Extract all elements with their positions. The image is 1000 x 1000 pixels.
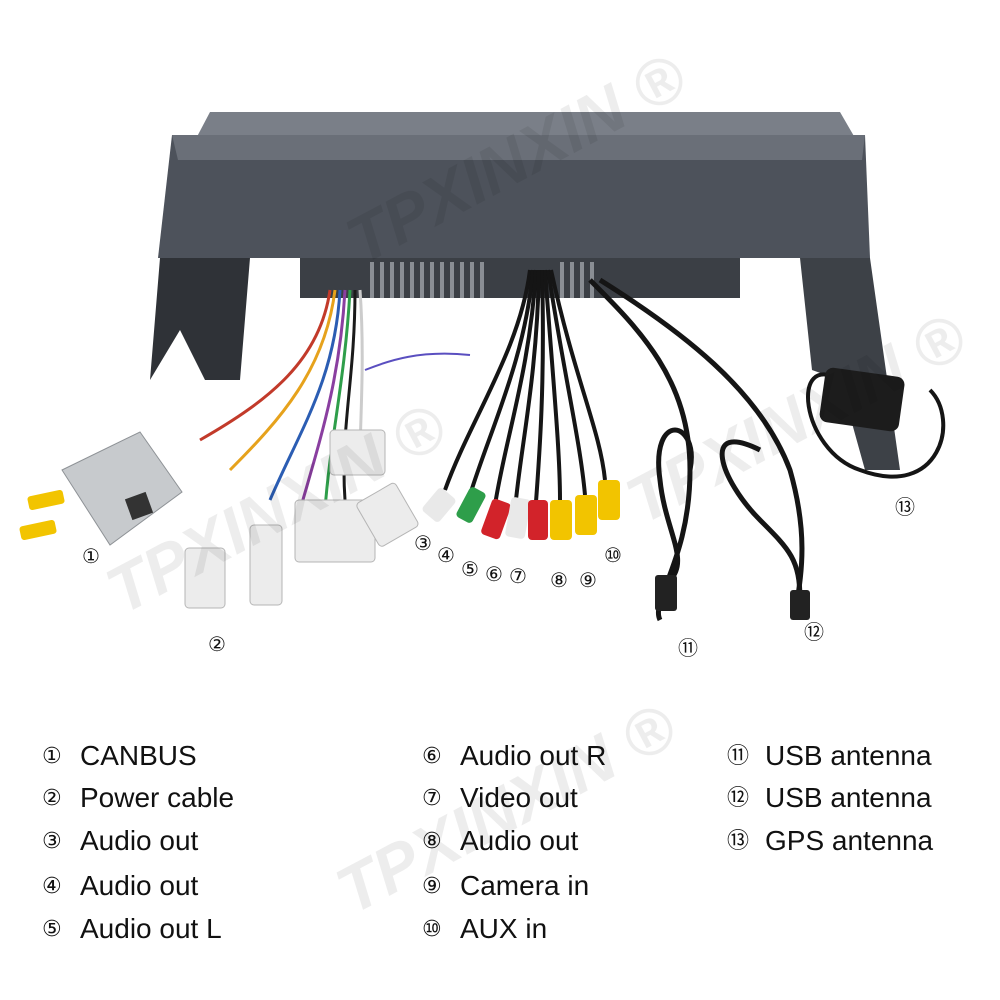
legend-item: ④ Audio out (42, 872, 198, 900)
callout-10: ⑩ (604, 543, 622, 567)
callout-6: ⑥ (485, 562, 503, 586)
rca-cables (422, 269, 620, 540)
legend-number: ⑫ (727, 786, 750, 811)
legend-item: ⑧ Audio out (422, 827, 578, 855)
legend-number: ⑤ (42, 917, 62, 942)
legend-label: USB antenna (765, 782, 932, 813)
legend-number: ② (42, 786, 62, 811)
legend-number: ④ (42, 874, 62, 899)
legend-item: ⑥ Audio out R (422, 742, 606, 770)
legend-item: ③ Audio out (42, 827, 198, 855)
legend-label: AUX in (460, 913, 548, 944)
power-connectors (184, 429, 419, 609)
legend-item: ⑨ Camera in (422, 872, 589, 900)
callout-7: ⑦ (509, 564, 527, 588)
callout-1: ① (82, 544, 100, 568)
legend-label: CANBUS (80, 740, 197, 771)
legend-item: ⑦ Video out (422, 784, 578, 812)
legend-label: Audio out (80, 825, 199, 856)
usb-cables (588, 277, 805, 622)
legend-label: Audio out (80, 870, 199, 901)
legend-label: GPS antenna (765, 825, 934, 856)
legend-number: ③ (42, 829, 62, 854)
legend-number: ⑪ (727, 744, 750, 769)
legend-item: ① CANBUS (42, 742, 197, 770)
usb-plug-11 (655, 575, 677, 611)
product-photo (19, 112, 946, 622)
callout-8: ⑧ (550, 568, 568, 592)
legend-item: ⑪ USB antenna (727, 742, 932, 770)
legend-item: ② Power cable (42, 784, 234, 812)
callout-12: ⑫ (804, 620, 824, 644)
callout-9: ⑨ (579, 568, 597, 592)
legend-label: Audio out L (80, 913, 222, 944)
head-unit-housing (150, 112, 900, 470)
callout-5: ⑤ (461, 557, 479, 581)
legend-label: Video out (460, 782, 578, 813)
legend-number: ⑨ (422, 874, 442, 899)
legend-number: ⑦ (422, 786, 442, 811)
legend-number: ⑬ (727, 829, 750, 854)
legend-number: ⑧ (422, 829, 442, 854)
canbus-box (19, 431, 183, 546)
callout-11: ⑪ (678, 636, 698, 660)
callout-13: ⑬ (895, 495, 915, 519)
legend-item: ⑤ Audio out L (42, 915, 222, 943)
legend-label: Audio out (460, 825, 579, 856)
callout-3: ③ (414, 531, 432, 555)
legend-item: ⑬ GPS antenna (727, 827, 933, 855)
legend-item: ⑫ USB antenna (727, 784, 932, 812)
legend-label: USB antenna (765, 740, 932, 771)
callout-4: ④ (437, 543, 455, 567)
callout-2: ② (208, 632, 226, 656)
legend-label: Audio out R (460, 740, 607, 771)
legend-number: ⑩ (422, 917, 442, 942)
usb-plug-12 (790, 590, 810, 620)
legend-number: ⑥ (422, 744, 442, 769)
legend-number: ① (42, 744, 62, 769)
gps-antenna (806, 367, 946, 479)
legend-label: Power cable (80, 782, 235, 813)
legend-item: ⑩ AUX in (422, 915, 547, 943)
legend-label: Camera in (460, 870, 590, 901)
